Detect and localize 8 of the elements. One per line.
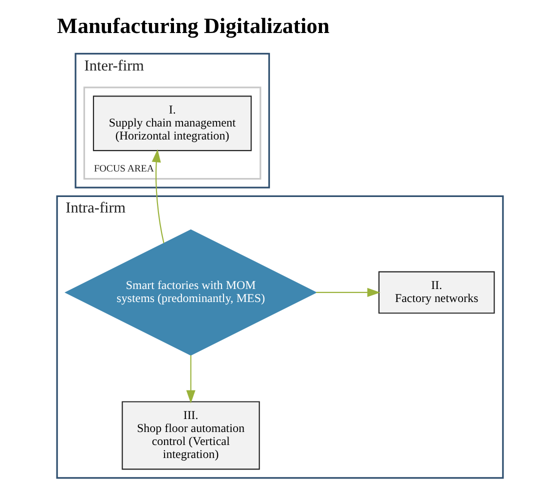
- arrow: [316, 288, 380, 298]
- arrow: [186, 355, 195, 404]
- node-box: I. Supply chain management (Horizontal integration): [92, 96, 252, 152]
- arrow: [151, 149, 164, 244]
- node-box: III. Shop floor automation control (Vertical integration): [121, 401, 260, 470]
- node-diamond: Smart factories with MOM systems (predominantly, MES): [64, 229, 317, 356]
- node-box: II. Factory networks: [378, 271, 494, 314]
- diagram-title: Manufacturing Digitalization: [56, 14, 330, 38]
